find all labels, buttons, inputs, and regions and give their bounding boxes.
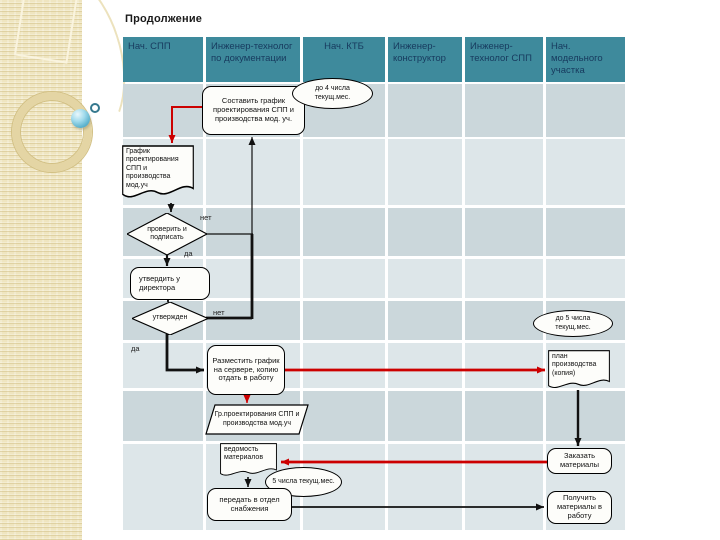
blue-sphere-icon (71, 109, 90, 128)
column-divider (462, 37, 465, 530)
node-approve-with-director: утвердить у директора (130, 267, 210, 300)
decorative-ring (12, 92, 92, 172)
node-schedule-document: График проектирования СПП и производства… (122, 145, 194, 203)
node-approved: утвержден (132, 302, 208, 335)
column-divider (543, 37, 546, 530)
column-divider (300, 37, 303, 530)
column-header-model-section: Нач. модельного участка (551, 41, 603, 77)
node-receive-materials: Получить материалы в работу (547, 491, 612, 524)
node-deadline-day4: до 4 числа текущ.мес. (292, 78, 373, 109)
table-row (123, 343, 625, 388)
column-divider (385, 37, 388, 530)
table-row (123, 139, 625, 205)
node-schedule-copy: Гр.проектирования СПП и производства мод… (205, 404, 309, 435)
node-production-plan: план производства (копия) (548, 350, 610, 392)
column-header-engineer-spp: Инженер-технолог СПП (470, 41, 532, 65)
table-row (123, 208, 625, 256)
small-circle-icon (90, 103, 100, 113)
column-header-nach-ktb: Нач. КТБ (324, 41, 364, 52)
column-header-nach-spp: Нач. СПП (128, 41, 171, 52)
left-decorative-strip (0, 0, 82, 540)
column-header-engineer-constructor: Инженер-конструктор (393, 41, 446, 65)
node-deadline-by-day5: до 5 числа текущ.мес. (533, 310, 613, 337)
node-check-and-sign: проверить и подписать (127, 213, 207, 255)
node-compose-schedule: Составить график проектирования СПП и пр… (202, 86, 305, 135)
edge-label-no: нет (213, 308, 225, 317)
edge-label-yes: да (131, 344, 140, 353)
edge-label-yes: да (184, 249, 193, 258)
edge-label-no: нет (200, 213, 212, 222)
node-send-to-supply: передать в отдел снабжения (207, 488, 292, 521)
column-header-engineer-docs: Инженер-технолог по документации (211, 41, 293, 65)
table-row (123, 444, 625, 530)
node-publish-schedule: Разместить график на сервере, копию отда… (207, 345, 285, 395)
node-deadline-day5: 5 числа текущ.мес. (265, 467, 342, 497)
table-header-background (123, 37, 625, 82)
node-materials-list: ведомость материалов (220, 443, 277, 479)
node-order-materials: Заказать материалы (547, 448, 612, 474)
page-title: Продолжение (125, 13, 203, 25)
swimlane-table: Нач. СПП Инженер-технолог по документаци… (123, 37, 625, 530)
